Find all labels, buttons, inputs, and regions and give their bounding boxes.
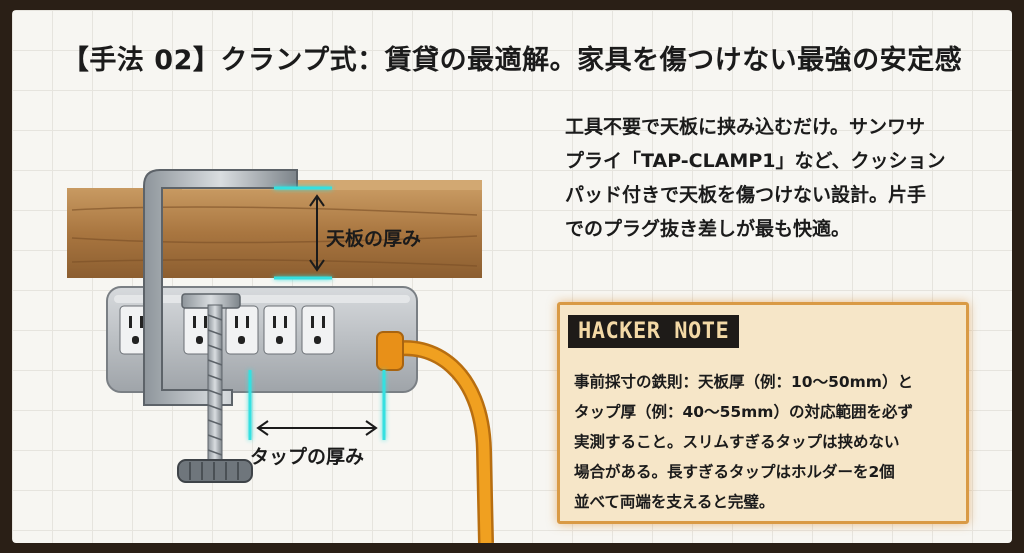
note-line: 並べて両端を支えると完璧。 [574, 493, 775, 511]
description-line: パッド付きで天板を傷つけない設計。片手 [565, 184, 927, 206]
note-line: 実測すること。スリムすぎるタップは挟めない [574, 433, 900, 451]
note-line: 場合がある。長すぎるタップはホルダーを2個 [574, 463, 895, 481]
description-line: でのプラグ抜き差しが最も快適。 [565, 218, 851, 240]
tap-thickness-label: タップの厚み [250, 446, 365, 468]
note-line: 事前採寸の鉄則：天板厚（例：10〜50mm）と [574, 373, 913, 391]
board-thickness-label: 天板の厚み [326, 228, 422, 250]
board-thickness-marker [274, 186, 332, 280]
description: 工具不要で天板に挟み込むだけ。サンワサ プライ「TAP-CLAMP1」など、クッ… [565, 110, 985, 246]
clamp-diagram [67, 169, 494, 543]
page-title: 【手法 02】クランプ式：賃貸の最適解。家具を傷つけない最強の安定感 [61, 45, 963, 76]
outlet [225, 305, 259, 355]
description-line: プライ「TAP-CLAMP1」など、クッション [565, 150, 946, 172]
outlet [301, 305, 335, 355]
board-thickness-arrow [309, 194, 325, 272]
tap-thickness-arrow [256, 420, 378, 436]
clamp-bracket [143, 169, 298, 406]
outlet [263, 305, 297, 355]
hacker-note-body: 事前採寸の鉄則：天板厚（例：10〜50mm）と タップ厚（例：40〜55mm）の… [574, 367, 964, 517]
power-cable [376, 331, 494, 543]
hacker-note-box: HACKER NOTE 事前採寸の鉄則：天板厚（例：10〜50mm）と タップ厚… [557, 302, 969, 524]
description-line: 工具不要で天板に挟み込むだけ。サンワサ [565, 116, 926, 138]
note-line: タップ厚（例：40〜55mm）の対応範囲を必ず [574, 403, 913, 421]
tap-thickness-marker [248, 370, 386, 440]
clamp-screw [177, 304, 253, 483]
hacker-note-heading: HACKER NOTE [568, 315, 740, 348]
slide: 【手法 02】クランプ式：賃貸の最適解。家具を傷つけない最強の安定感 [12, 10, 1012, 543]
